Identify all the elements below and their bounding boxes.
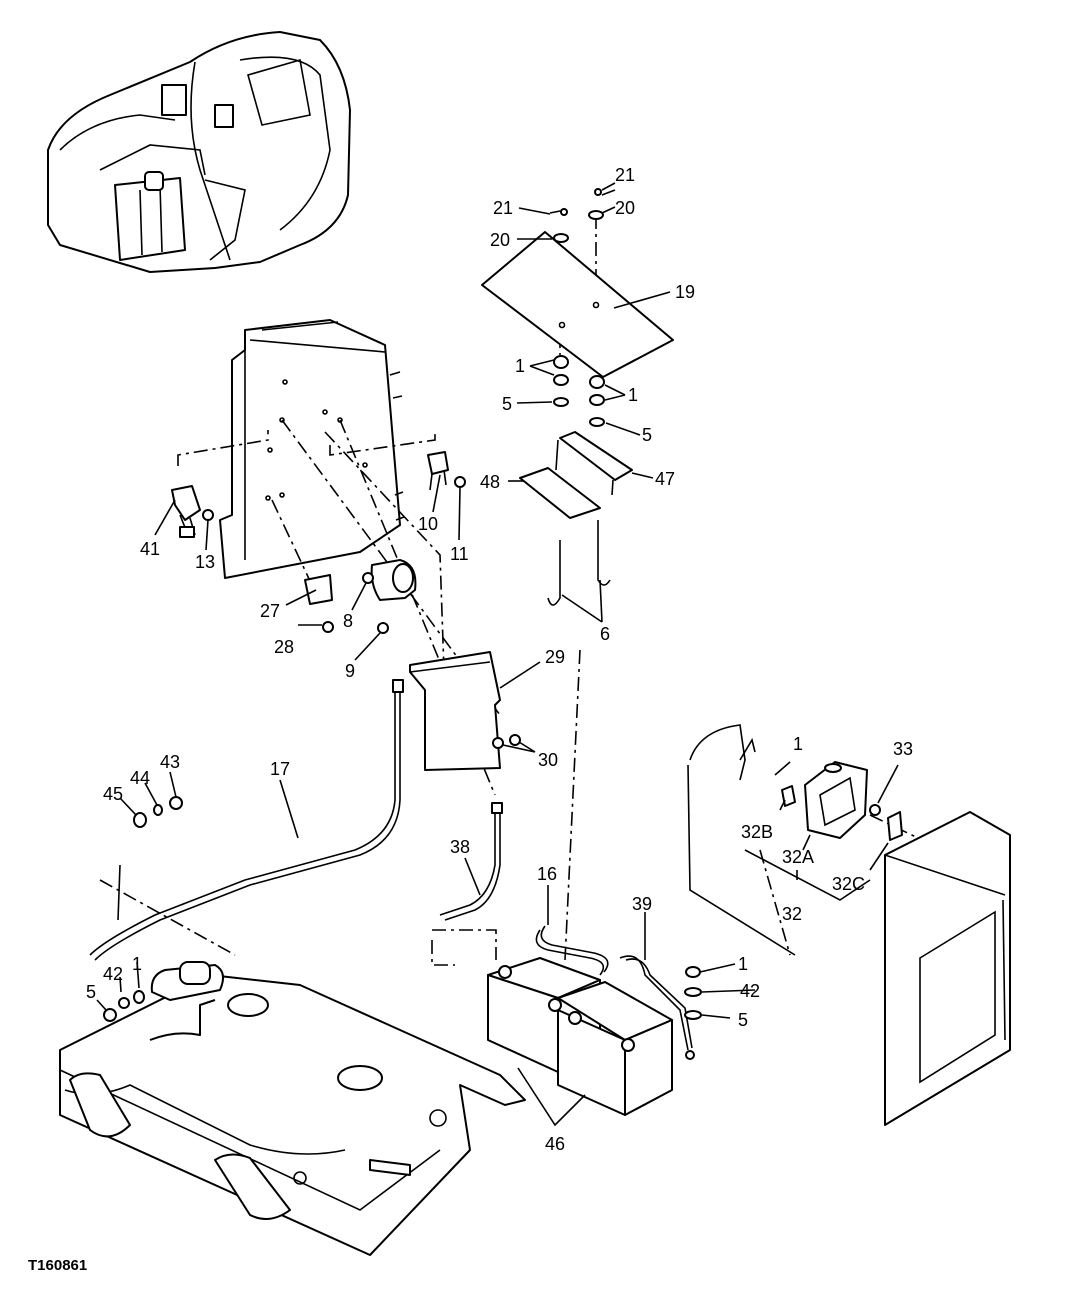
part-1-nuts: [553, 355, 605, 406]
upper-frame: [59, 961, 526, 1256]
callout-19: 19: [675, 282, 695, 302]
machine-overview: [47, 31, 351, 273]
callout-5-left: 5: [502, 394, 512, 414]
part-47-48-bracket: [519, 431, 633, 519]
callout-38: 38: [450, 837, 470, 857]
callout-44: 44: [130, 768, 150, 788]
callout-5-battery: 5: [738, 1010, 748, 1030]
callout-29: 29: [545, 647, 565, 667]
callout-47: 47: [655, 469, 675, 489]
part-27-bracket: [304, 574, 333, 605]
callout-21-upper: 21: [615, 165, 635, 185]
part-9-bolt: [377, 622, 389, 634]
part-5-washers: [553, 397, 605, 427]
leader-lines: [96, 182, 899, 1127]
part-38-cable: [439, 802, 503, 921]
callout-1-left: 1: [515, 356, 525, 376]
callout-1-reservoir: 1: [793, 734, 803, 754]
part-32-reservoir: [687, 724, 881, 956]
callout-32b: 32B: [741, 822, 773, 842]
callout-32: 32: [782, 904, 802, 924]
part-39-cable: [619, 955, 695, 1060]
part-29-cover: [409, 651, 501, 771]
callout-17: 17: [270, 759, 290, 779]
callout-32c: 32C: [832, 874, 865, 894]
callout-5-frame: 5: [86, 982, 96, 1002]
callout-9: 9: [345, 661, 355, 681]
callout-1-frame: 1: [132, 954, 142, 974]
callout-labels: 21 21 20 20 19 1 1 5 5 48 47 6 41 13 10 …: [28, 165, 913, 1274]
callout-46: 46: [545, 1134, 565, 1154]
callout-27: 27: [260, 601, 280, 621]
part-10-relay: [427, 451, 449, 491]
part-6-hooks: [547, 520, 611, 606]
part-19-plate: [481, 231, 674, 378]
left-hardware: [103, 796, 183, 1022]
callout-21-lower: 21: [493, 198, 513, 218]
callout-20-right: 20: [615, 198, 635, 218]
callout-33: 33: [893, 739, 913, 759]
part-8-solenoid: [362, 559, 417, 601]
figure-id: T160861: [28, 1257, 87, 1274]
callout-11: 11: [450, 544, 469, 564]
callout-42-right: 42: [740, 981, 760, 1001]
battery-box-panel: [219, 319, 405, 579]
callout-39: 39: [632, 894, 652, 914]
part-16-cable: [535, 925, 609, 976]
callout-16: 16: [537, 864, 557, 884]
callout-28: 28: [274, 637, 294, 657]
callout-1-right: 1: [628, 385, 638, 405]
callout-41: 41: [140, 539, 160, 559]
part-13-screw: [202, 509, 214, 521]
callout-43: 43: [160, 752, 180, 772]
part-41-switch: [171, 485, 201, 538]
callout-8: 8: [343, 611, 353, 631]
callout-42-left: 42: [103, 964, 123, 984]
part-28-bolt: [322, 621, 334, 633]
callout-13: 13: [195, 552, 215, 572]
part-17-cable: [89, 679, 404, 961]
callout-32a: 32A: [782, 847, 814, 867]
part-11-screw: [454, 476, 466, 488]
callout-1-battery: 1: [738, 954, 748, 974]
callout-48: 48: [480, 472, 500, 492]
callout-45: 45: [103, 784, 123, 804]
part-30-screws: [492, 734, 521, 749]
part-20-washers: [553, 210, 604, 243]
callout-5-right: 5: [642, 425, 652, 445]
callout-30: 30: [538, 750, 558, 770]
right-hardware: [684, 966, 702, 1020]
part-46-batteries: [487, 957, 673, 1116]
callout-6: 6: [600, 624, 610, 644]
callout-20-left: 20: [490, 230, 510, 250]
callout-10: 10: [418, 514, 438, 534]
part-21-pins: [549, 188, 616, 216]
right-panel: [884, 811, 1011, 1126]
